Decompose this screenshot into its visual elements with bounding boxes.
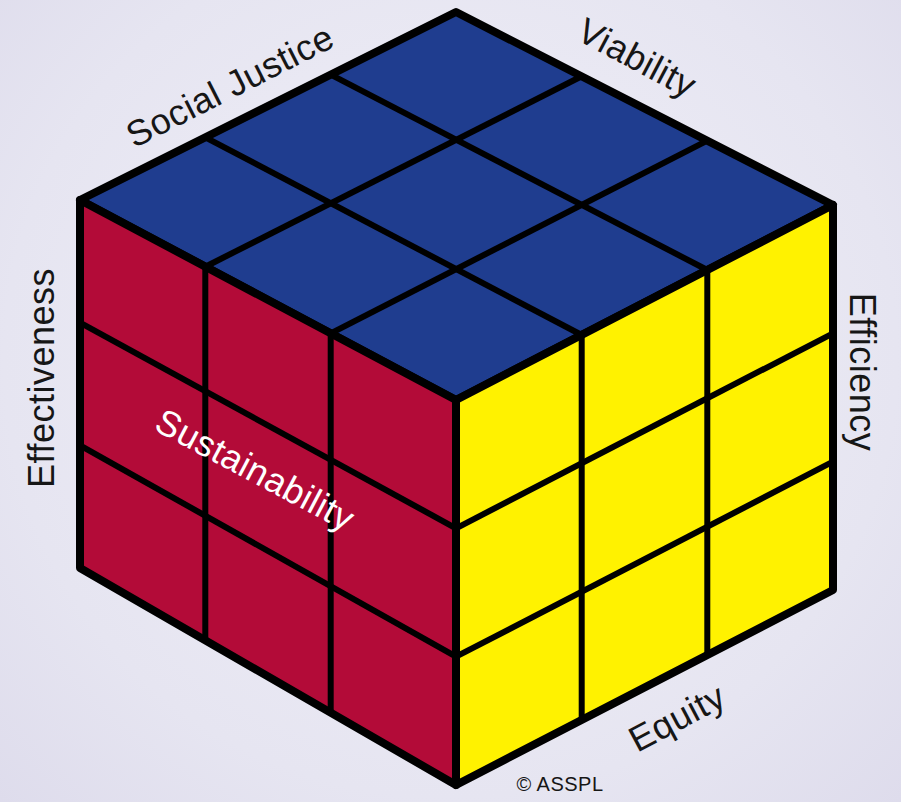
top-grid bbox=[205, 75, 707, 335]
right-face bbox=[456, 205, 833, 785]
copyright-note: © ASSPL bbox=[516, 773, 603, 795]
right-grid bbox=[456, 270, 833, 720]
dimension-label: Efficiency bbox=[842, 293, 882, 451]
dimension-label: Effectiveness bbox=[22, 268, 62, 488]
cube-face: Sustainability bbox=[80, 200, 456, 785]
